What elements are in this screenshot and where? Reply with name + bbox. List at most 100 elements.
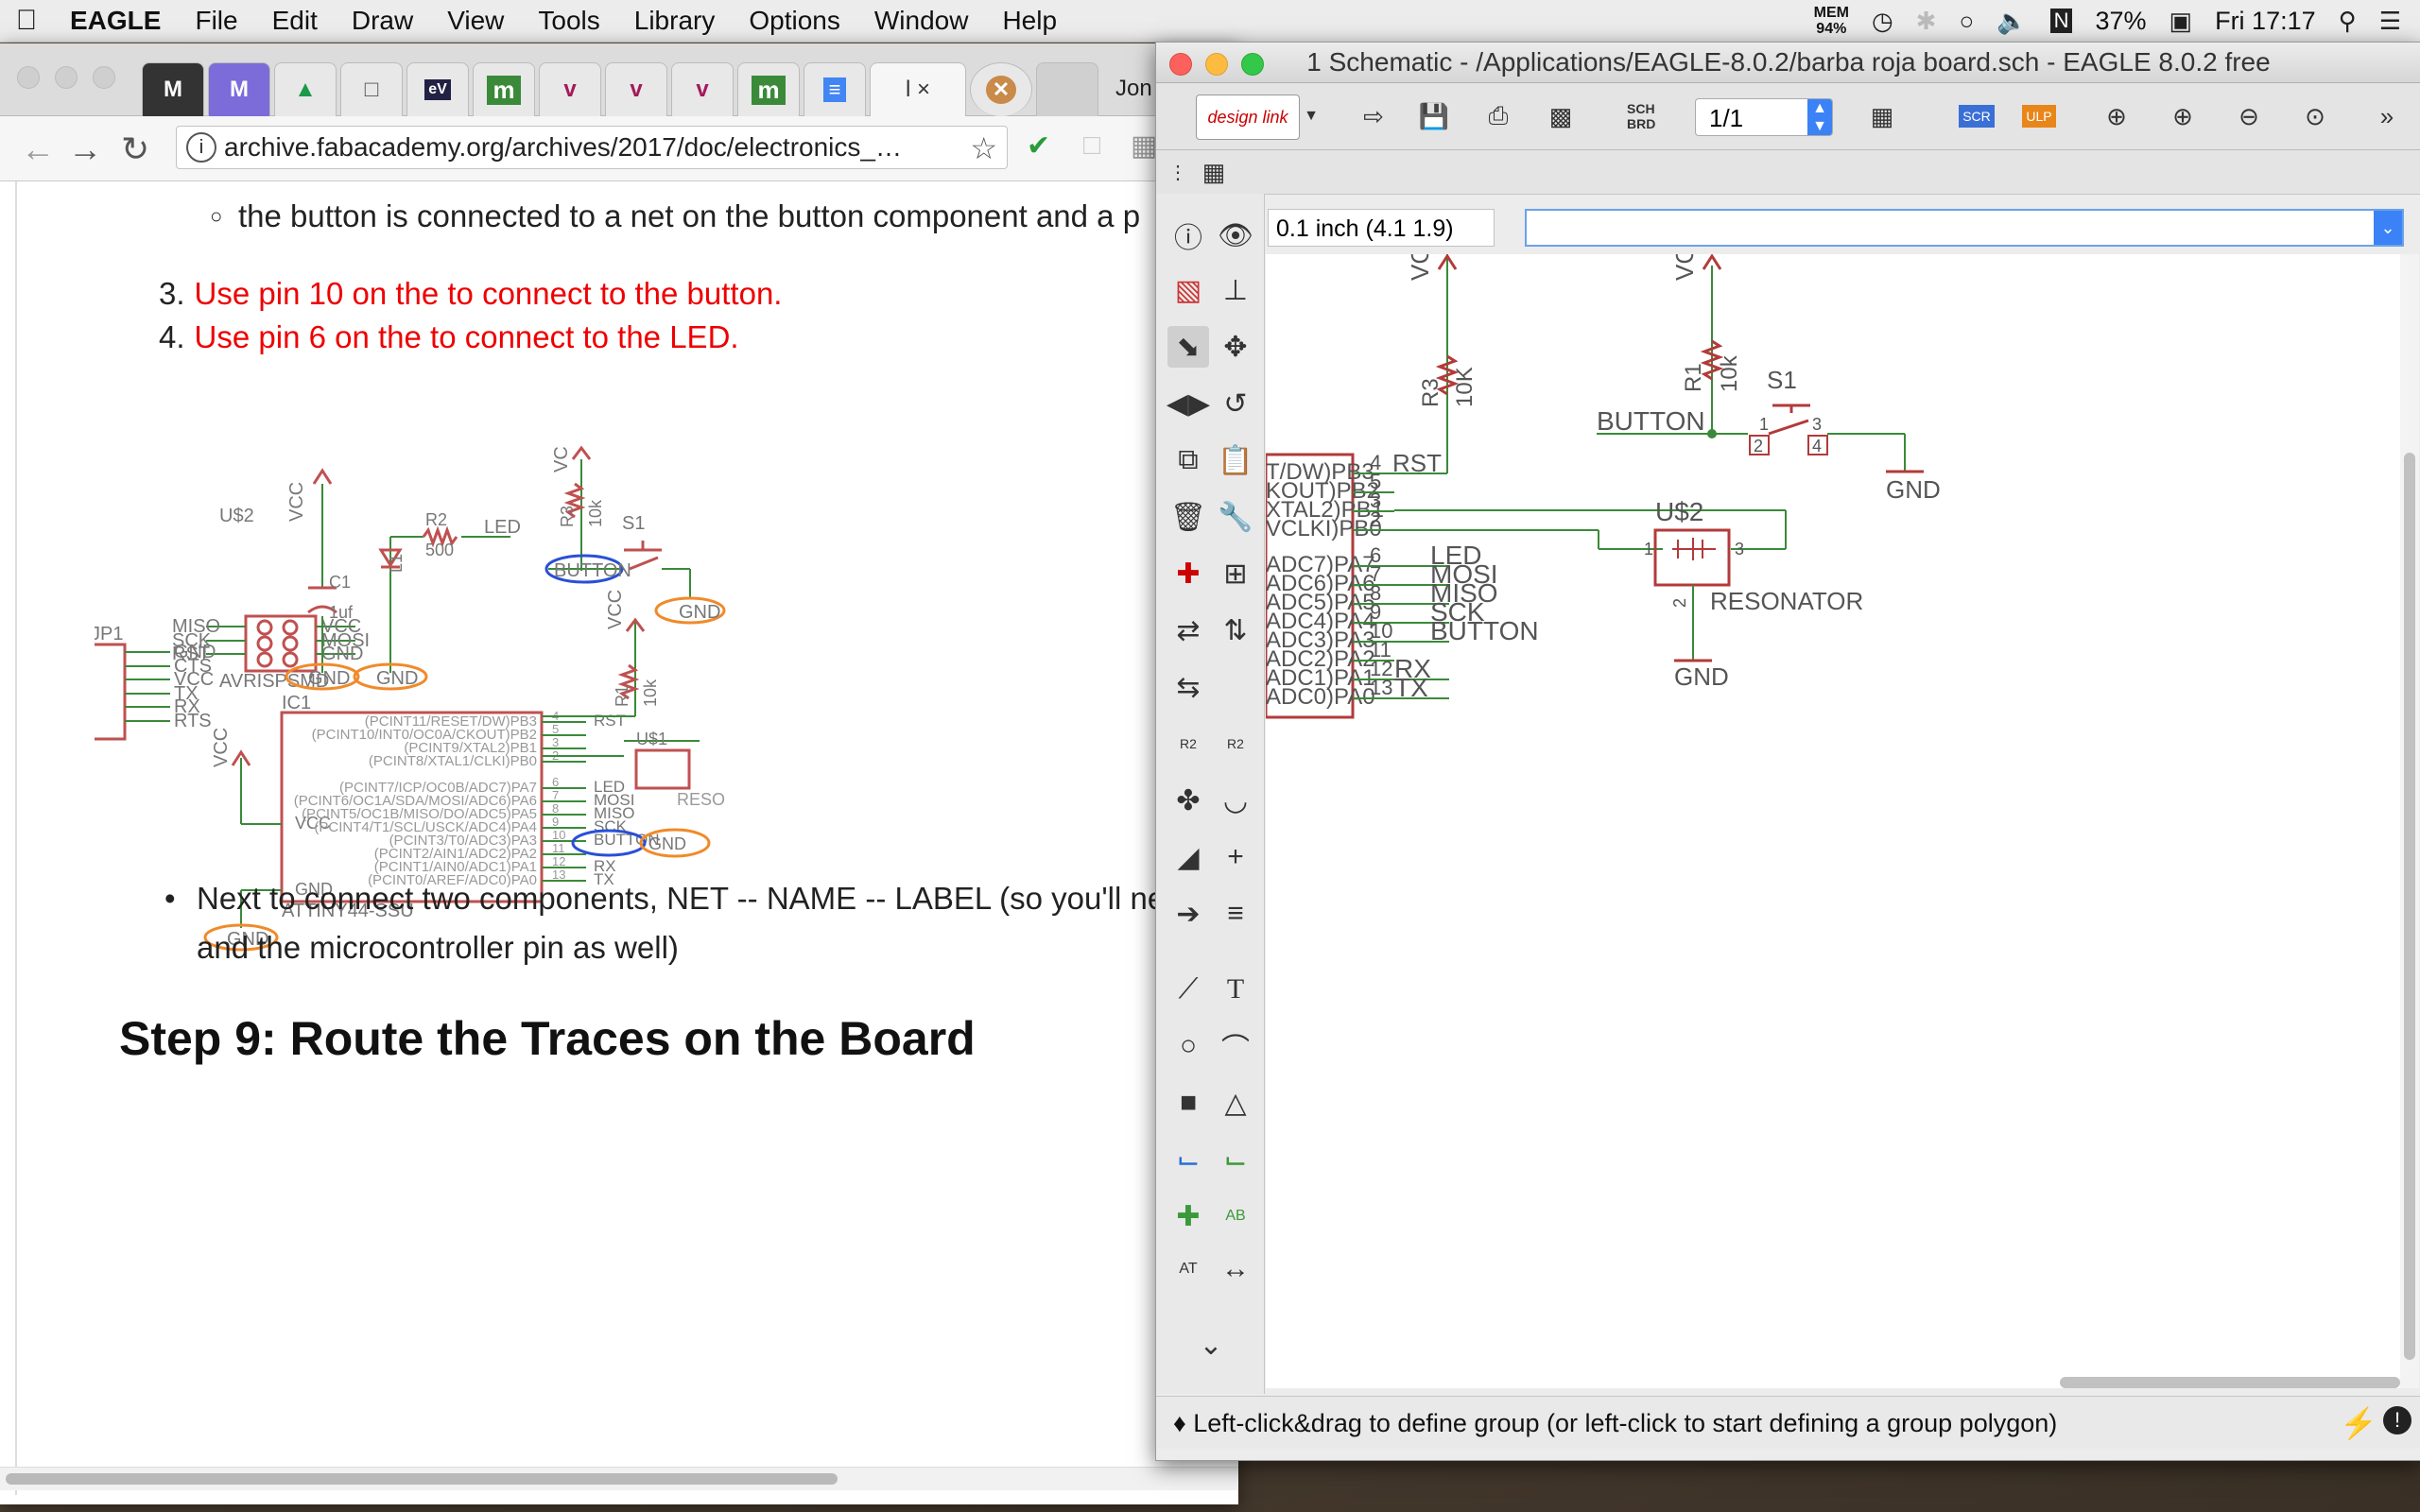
command-history-dropdown-icon[interactable]: ⌄ — [2374, 211, 2402, 245]
tab-active[interactable]: l × — [870, 62, 966, 116]
canvas-vscroll-thumb[interactable] — [2404, 453, 2415, 1360]
clock[interactable]: Fri 17:17 — [2215, 6, 2316, 35]
optimize-icon[interactable]: + — [1227, 841, 1244, 872]
paste-icon[interactable]: 📋 — [1218, 444, 1253, 476]
eagle-minimize-button[interactable] — [1205, 53, 1228, 76]
reload-icon[interactable]: ↻ — [121, 129, 150, 168]
app-status-icon[interactable]: N — [2049, 9, 2073, 33]
memory-indicator[interactable]: MEM 94% — [1814, 5, 1849, 37]
toolbar-overflow-icon[interactable]: » — [2379, 101, 2394, 130]
schematic-drawing[interactable]: T/DW)PB3KOUT)PB2XTAL2)PB1VCLKI)PB0ADC7)P… — [1266, 254, 2400, 1388]
tab-x-circle-icon[interactable]: ✕ — [970, 62, 1032, 116]
delete-icon[interactable]: 🗑 — [1169, 501, 1207, 533]
menu-window[interactable]: Window — [873, 6, 969, 35]
cast-icon[interactable]: ▦ — [1131, 130, 1158, 162]
erc-icon[interactable]: ➔ — [1176, 898, 1201, 930]
menu-help[interactable]: Help — [1002, 6, 1058, 35]
tab-docs-icon[interactable]: ≡ — [804, 62, 866, 116]
grid-icon[interactable]: ▦ — [1201, 157, 1226, 186]
text-tool-icon[interactable]: T — [1226, 973, 1245, 1005]
miter-icon[interactable]: ◡ — [1222, 784, 1249, 816]
tab-m-green2-icon[interactable]: m — [737, 62, 800, 116]
menu-edit[interactable]: Edit — [271, 6, 318, 35]
zoom-select-icon[interactable]: ⊙ — [2305, 101, 2325, 130]
move-icon[interactable]: ✥ — [1223, 331, 1248, 363]
canvas-vertical-scrollbar[interactable] — [2400, 254, 2419, 1388]
browser-zoom-button[interactable] — [93, 66, 115, 89]
page-horizontal-scrollbar[interactable] — [0, 1467, 1238, 1490]
wifi-icon[interactable]: ○ — [1959, 6, 1975, 35]
sheet-select-arrows-icon[interactable]: ▲▼ — [1807, 99, 1832, 135]
group-select-icon[interactable]: ⬊ — [1167, 326, 1209, 368]
tab-m-green-icon[interactable]: m — [473, 62, 535, 116]
time-machine-icon[interactable]: ◷ — [1871, 6, 1893, 35]
command-input[interactable]: ⌄ — [1525, 209, 2404, 247]
tab-v3-icon[interactable]: v — [671, 62, 734, 116]
back-arrow-icon[interactable]: ← — [21, 129, 55, 168]
circle-tool-icon[interactable]: ○ — [1179, 1030, 1198, 1061]
ulp-icon[interactable]: ULP — [2018, 96, 2060, 136]
display-layers-icon[interactable]: ▧ — [1174, 274, 1202, 306]
sheet-select[interactable]: 1/1 ▲▼ — [1695, 98, 1833, 136]
sch-brd-switch-icon[interactable]: SCH BRD — [1627, 101, 1656, 131]
menu-draw[interactable]: Draw — [351, 6, 414, 35]
tab-medium-icon[interactable]: M — [142, 62, 204, 116]
profile-tab[interactable]: Jon — [1115, 76, 1152, 101]
line-tool-icon[interactable]: ⟋ — [1178, 973, 1199, 1005]
canvas-hscroll-thumb[interactable] — [2060, 1377, 2400, 1388]
value-tool-icon[interactable]: R2 — [1227, 736, 1244, 751]
bluetooth-icon[interactable]: ✱ — [1915, 6, 1937, 35]
mirror-icon[interactable]: ◀▶ — [1166, 387, 1211, 420]
eagle-close-button[interactable] — [1169, 53, 1192, 76]
bus-tool-icon[interactable]: ⌙ — [1176, 1143, 1201, 1176]
open-icon[interactable]: ⇨ — [1363, 101, 1384, 130]
lightning-icon[interactable]: ⚡ — [2340, 1406, 2377, 1440]
eagle-zoom-button[interactable] — [1241, 53, 1264, 76]
tab-drive-icon[interactable]: ▲ — [274, 62, 337, 116]
change-wrench-icon[interactable]: 🔧 — [1218, 501, 1253, 533]
invoke-icon[interactable]: ⇆ — [1176, 671, 1201, 703]
split-icon[interactable]: ◢ — [1177, 841, 1200, 873]
pinswap-icon[interactable]: ⇄ — [1176, 614, 1201, 646]
tab-ev-icon[interactable]: eV — [406, 62, 469, 116]
cam-icon[interactable]: ▩ — [1548, 101, 1573, 130]
rect-tool-icon[interactable]: ■ — [1179, 1087, 1198, 1118]
menu-library[interactable]: Library — [633, 6, 716, 35]
junction-tool-icon[interactable]: ✚ — [1176, 1200, 1201, 1232]
browser-close-button[interactable] — [17, 66, 40, 89]
sheets-icon[interactable]: ▦ — [1870, 101, 1894, 130]
errors-icon[interactable]: ≡ — [1227, 898, 1244, 929]
browser-minimize-button[interactable] — [55, 66, 78, 89]
stop-icon[interactable]: ! — [2383, 1406, 2411, 1435]
tab-v1-icon[interactable]: v — [539, 62, 601, 116]
tab-document-icon[interactable]: □ — [340, 62, 403, 116]
menu-view[interactable]: View — [447, 6, 505, 35]
spotlight-search-icon[interactable]: ⚲ — [2338, 6, 2357, 35]
polygon-tool-icon[interactable]: △ — [1224, 1087, 1247, 1119]
address-bar[interactable]: i archive.fabacademy.org/archives/2017/d… — [176, 126, 1008, 169]
forward-arrow-icon[interactable]: → — [68, 129, 102, 168]
menu-app-name[interactable]: EAGLE — [70, 6, 162, 35]
design-link-dropdown-icon[interactable]: ▼ — [1304, 108, 1319, 124]
add-part-icon[interactable]: ✚ — [1176, 558, 1201, 590]
design-link-button[interactable]: design link — [1196, 94, 1300, 140]
tab-m-purple-icon[interactable]: M — [208, 62, 270, 116]
replace-icon[interactable]: ⊞ — [1223, 558, 1248, 590]
gateswap-icon[interactable]: ⇅ — [1223, 614, 1248, 646]
smash-icon[interactable]: ✤ — [1176, 784, 1201, 816]
checkmark-extension-icon[interactable]: ✔ — [1027, 130, 1051, 162]
menu-file[interactable]: File — [195, 6, 238, 35]
info-tool-icon[interactable]: ⓘ — [1174, 223, 1202, 254]
rotate-icon[interactable]: ↺ — [1223, 387, 1248, 420]
menu-options[interactable]: Options — [749, 6, 840, 35]
print-icon[interactable]: ⎙ — [1488, 101, 1509, 129]
zoom-fit-icon[interactable]: ⊕ — [2106, 101, 2127, 130]
label-tool-icon[interactable]: AB — [1225, 1208, 1246, 1224]
canvas-horizontal-scrollbar[interactable] — [1266, 1375, 2400, 1390]
menu-tools[interactable]: Tools — [538, 6, 600, 35]
show-eye-icon[interactable]: 👁 — [1217, 219, 1254, 251]
tab-new[interactable] — [1036, 62, 1098, 116]
zoom-in-icon[interactable]: ⊕ — [2172, 101, 2193, 130]
dimension-tool-icon[interactable]: ↔ — [1221, 1253, 1250, 1284]
